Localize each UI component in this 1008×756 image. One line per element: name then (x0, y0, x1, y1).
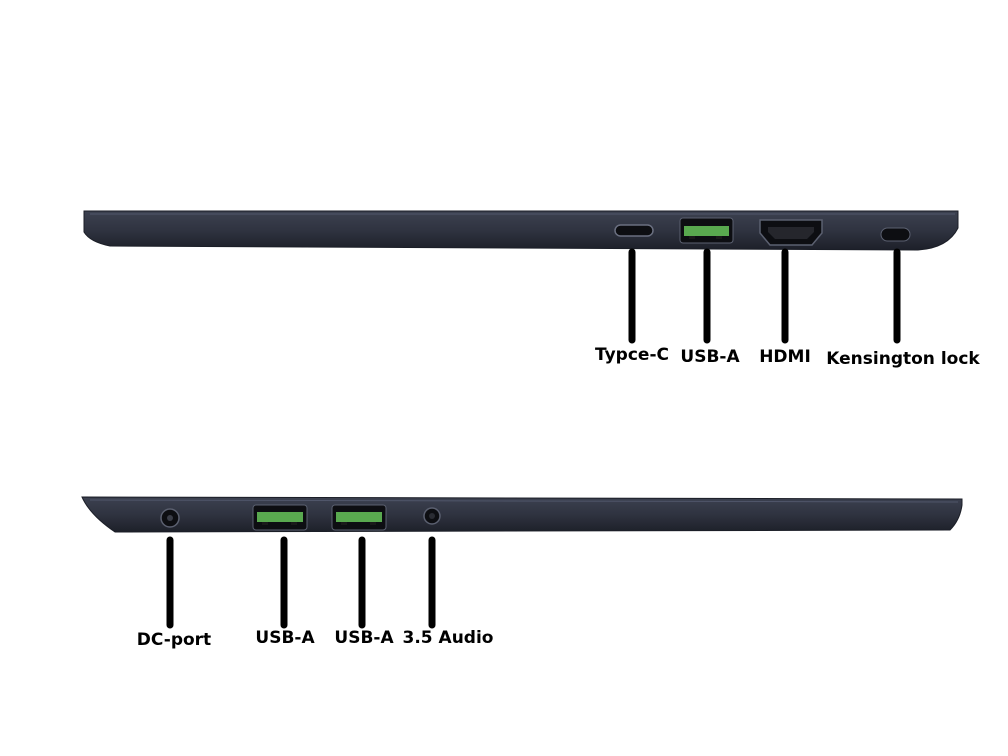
laptop-right-side: Typce-C USB-A HDMI Kensington lock (83, 210, 980, 369)
label-usba-right: USB-A (680, 347, 740, 367)
laptop-left-body (81, 496, 963, 533)
usba-port-left-2 (331, 504, 387, 531)
label-usba-left-1: USB-A (255, 628, 315, 648)
usba-port-left-1 (252, 504, 308, 531)
laptop-left-side: DC-port USB-A USB-A 3.5 Audio (81, 496, 963, 650)
label-kensington: Kensington lock (826, 349, 980, 369)
label-audio: 3.5 Audio (403, 628, 494, 648)
label-dc: DC-port (137, 630, 211, 650)
label-usba-left-2: USB-A (334, 628, 394, 648)
usba-port-right (679, 217, 734, 244)
kensington-slot (880, 227, 911, 242)
label-hdmi: HDMI (759, 347, 811, 367)
label-typec: Typce-C (595, 345, 669, 365)
laptop-right-body (83, 210, 959, 251)
typec-port (614, 224, 654, 237)
